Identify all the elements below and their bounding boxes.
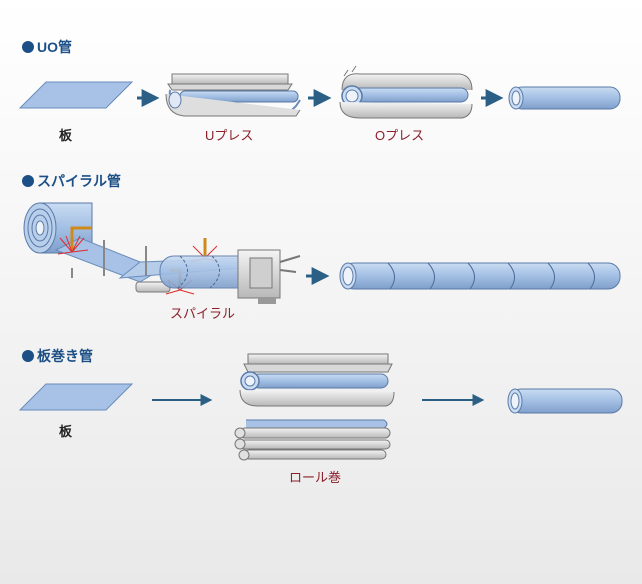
spiral-label: スパイラル xyxy=(170,306,236,321)
plate-shape xyxy=(18,383,134,411)
u-press-machine xyxy=(165,73,301,117)
spiral-pipe xyxy=(339,262,621,290)
o-press-label: Oプレス xyxy=(375,128,425,143)
finished-pipe xyxy=(507,388,623,414)
section-heading-plate-roll: 板巻き管 xyxy=(22,349,93,363)
plate-shape xyxy=(18,81,134,109)
heading-text: UO管 xyxy=(37,39,72,55)
press-machine xyxy=(239,353,395,407)
spiral-machine xyxy=(237,249,301,304)
roll-bending-label: ロール巻 xyxy=(289,470,342,485)
bullet-icon xyxy=(22,350,34,362)
bullet-icon xyxy=(22,41,34,53)
roll-bender xyxy=(234,419,391,461)
section-heading-spiral: スパイラル管 xyxy=(22,174,121,188)
finished-pipe xyxy=(508,86,621,110)
bullet-icon xyxy=(22,175,34,187)
section-heading-uo: UO管 xyxy=(22,40,72,54)
u-press-label: Uプレス xyxy=(205,128,254,143)
plate-label: 板 xyxy=(59,128,73,143)
plate-label: 板 xyxy=(59,424,73,439)
o-press-machine xyxy=(339,65,473,119)
heading-text: スパイラル管 xyxy=(37,173,121,189)
heading-text: 板巻き管 xyxy=(37,348,93,364)
support-posts xyxy=(71,240,171,293)
